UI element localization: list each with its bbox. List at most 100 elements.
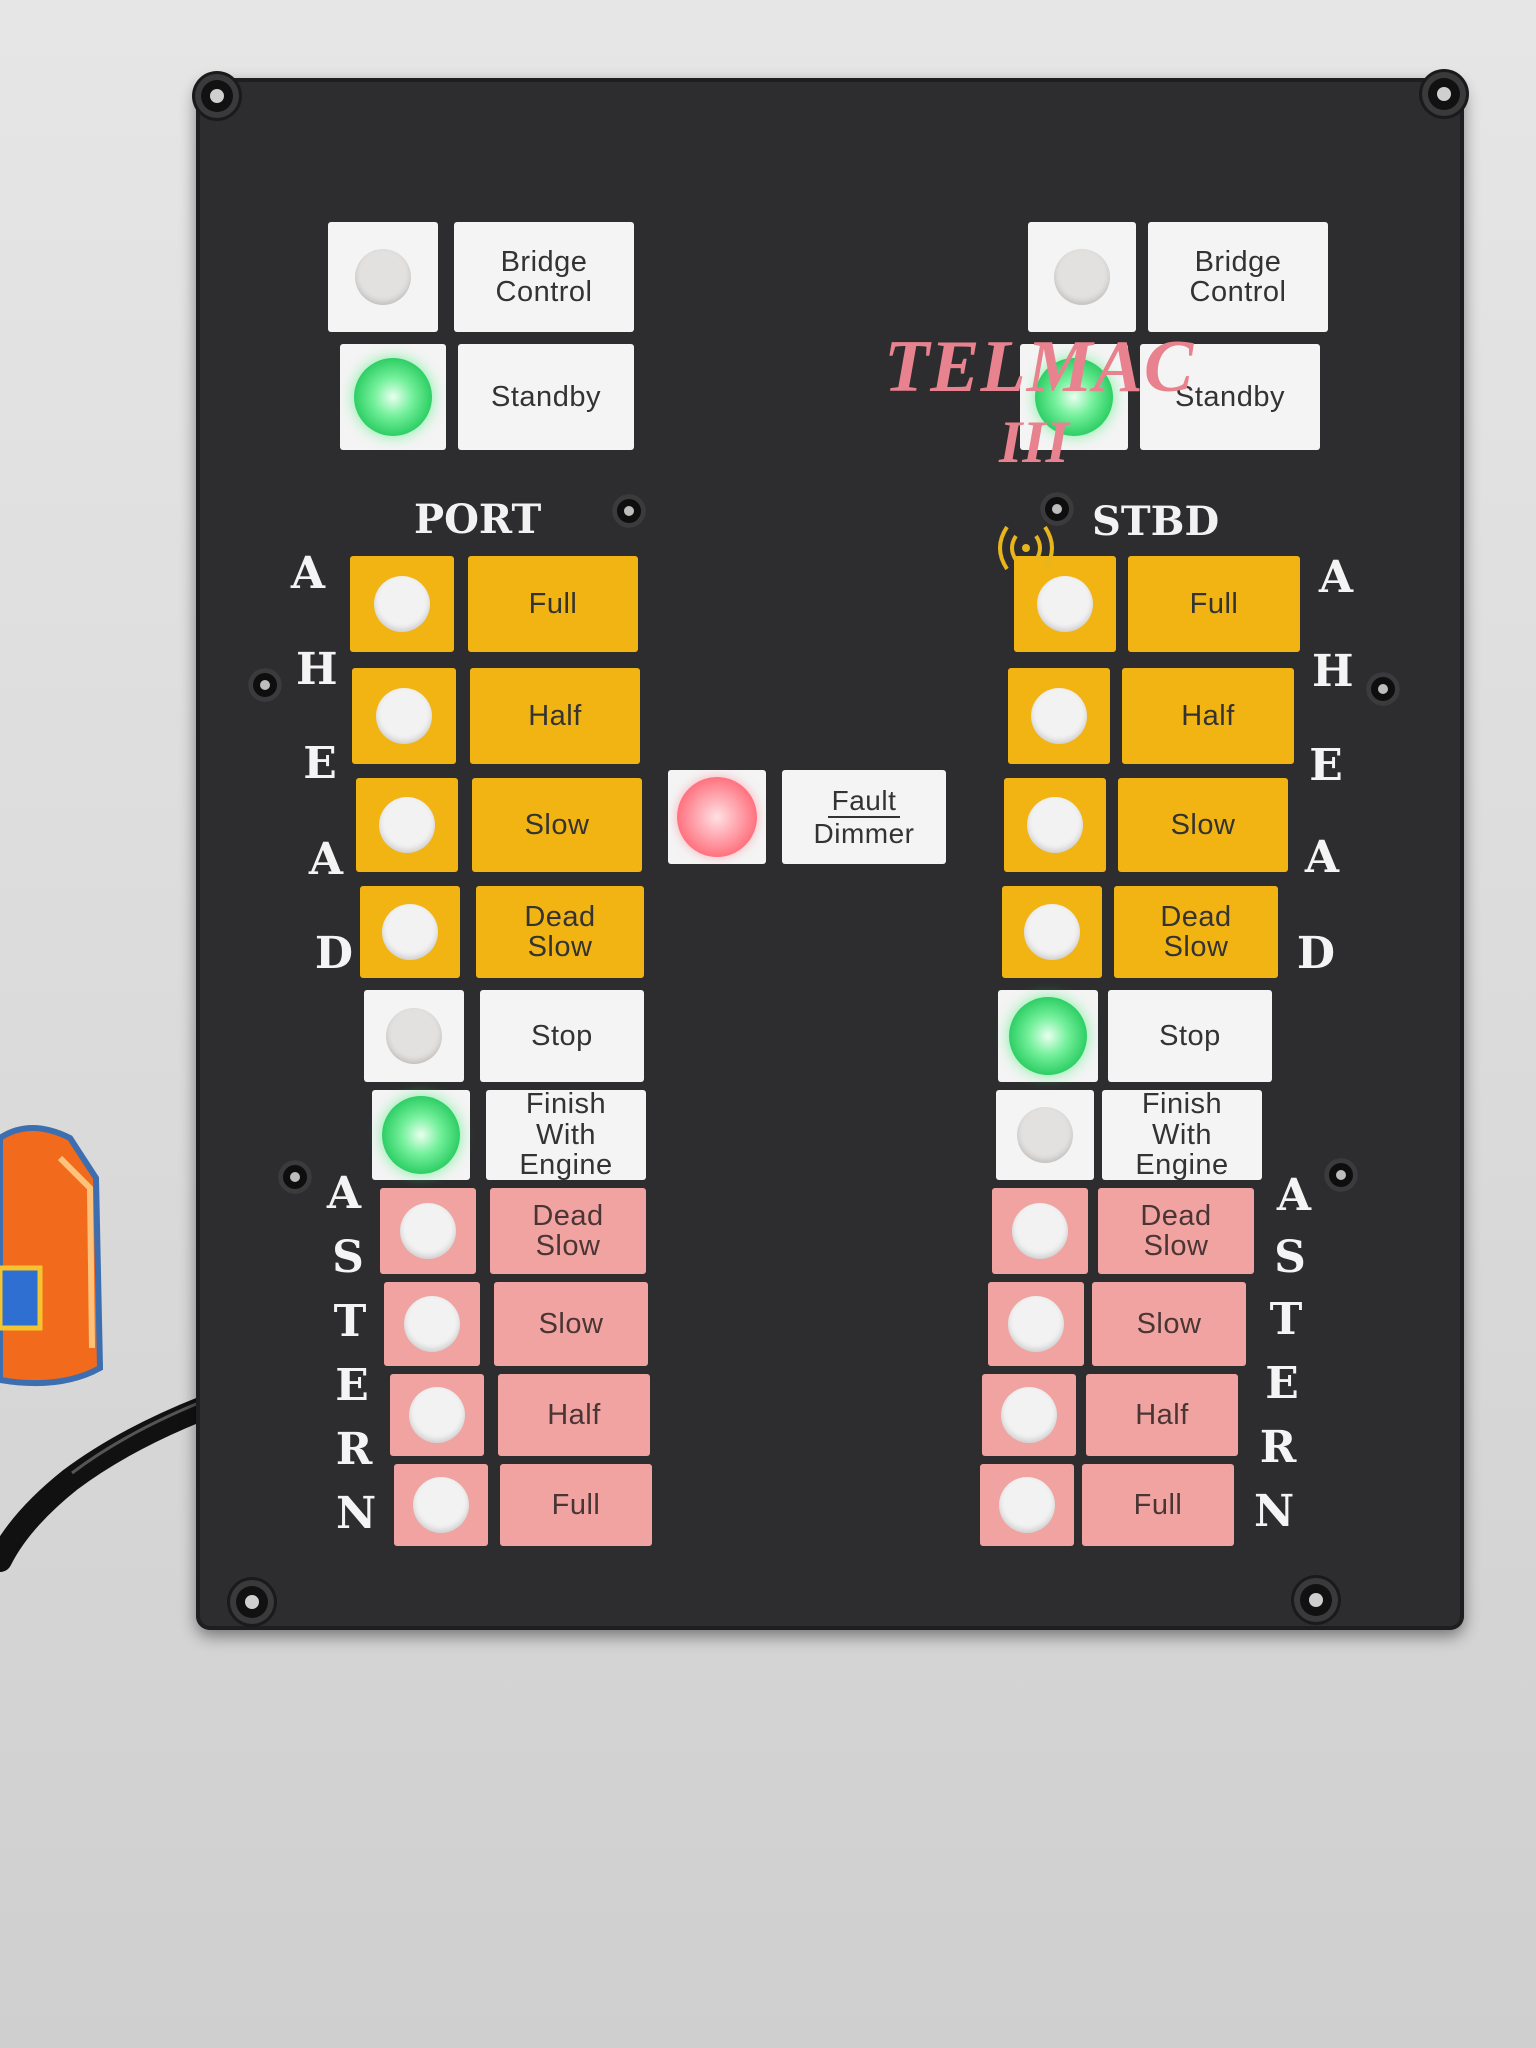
port-astern-letter: R <box>335 1424 373 1475</box>
stbd-standby-lamp <box>1020 344 1128 450</box>
stbd-ahead-letter: D <box>1296 928 1336 979</box>
port-astern-letter: S <box>332 1232 364 1283</box>
stbd-ahead-letter: H <box>1312 646 1354 697</box>
port-ahead-letter: D <box>314 928 354 979</box>
stbd-label: STBD <box>1092 498 1220 545</box>
stbd-astern-letter: A <box>1276 1170 1312 1221</box>
stbd-astern-full-lamp <box>980 1464 1074 1546</box>
stbd-ahead-full-button[interactable]: Full <box>1128 556 1300 652</box>
port-ahead-slow-indicator <box>379 797 435 853</box>
stbd-ahead-dead-slow-lamp <box>1002 886 1102 978</box>
mounting-hole <box>248 668 282 702</box>
stbd-ahead-dead-slow-indicator <box>1024 904 1080 960</box>
stbd-stop-indicator <box>1009 997 1087 1075</box>
mounting-screw <box>1294 1578 1338 1622</box>
fault-label: Fault <box>827 785 901 818</box>
port-stop-button[interactable]: Stop <box>480 990 644 1082</box>
port-finish-with-engine-lamp <box>372 1090 470 1180</box>
port-ahead-half-button[interactable]: Half <box>470 668 640 764</box>
port-ahead-dead-slow-indicator <box>382 904 438 960</box>
stbd-astern-slow-indicator <box>1008 1296 1064 1352</box>
brand-logo: TELMAC III <box>884 326 1195 475</box>
brand-model: III <box>998 409 1070 475</box>
port-bridge-control-indicator <box>355 249 411 305</box>
stbd-ahead-slow-lamp <box>1004 778 1106 872</box>
port-ahead-slow-button[interactable]: Slow <box>472 778 642 872</box>
port-astern-full-indicator <box>413 1477 469 1533</box>
port-ahead-full-button[interactable]: Full <box>468 556 638 652</box>
stbd-astern-dead-slow-indicator <box>1012 1203 1068 1259</box>
stbd-ahead-dead-slow-button[interactable]: Dead Slow <box>1114 886 1278 978</box>
mounting-hole <box>612 494 646 528</box>
mounting-hole <box>1366 672 1400 706</box>
stbd-astern-slow-button[interactable]: Slow <box>1092 1282 1246 1366</box>
port-standby-indicator <box>354 358 432 436</box>
port-ahead-dead-slow-button[interactable]: Dead Slow <box>476 886 644 978</box>
toy-figure <box>0 1125 104 1387</box>
stbd-ahead-half-button[interactable]: Half <box>1122 668 1294 764</box>
stbd-ahead-half-indicator <box>1031 688 1087 744</box>
stbd-ahead-letter: A <box>1304 832 1340 883</box>
stbd-astern-slow-lamp <box>988 1282 1084 1366</box>
port-bridge-control-lamp <box>328 222 438 332</box>
stbd-ahead-slow-button[interactable]: Slow <box>1118 778 1288 872</box>
stbd-ahead-slow-indicator <box>1027 797 1083 853</box>
stbd-standby-button[interactable]: Standby <box>1140 344 1320 450</box>
port-ahead-half-lamp <box>352 668 456 764</box>
port-standby-button[interactable]: Standby <box>458 344 634 450</box>
port-ahead-half-indicator <box>376 688 432 744</box>
port-astern-full-lamp <box>394 1464 488 1546</box>
brand-name: TELMAC <box>884 326 1195 408</box>
port-ahead-letter: A <box>290 548 326 599</box>
stbd-ahead-full-lamp <box>1014 556 1116 652</box>
port-astern-dead-slow-button[interactable]: Dead Slow <box>490 1188 646 1274</box>
port-astern-dead-slow-lamp <box>380 1188 476 1274</box>
port-ahead-letter: A <box>308 834 344 885</box>
stbd-astern-letter: E <box>1265 1358 1299 1409</box>
port-ahead-full-lamp <box>350 556 454 652</box>
stbd-astern-full-button[interactable]: Full <box>1082 1464 1234 1546</box>
stbd-bridge-control-button[interactable]: Bridge Control <box>1148 222 1328 332</box>
port-astern-letter: E <box>335 1360 369 1411</box>
port-astern-letter: A <box>326 1168 362 1219</box>
port-finish-with-engine-indicator <box>382 1096 460 1174</box>
wireless-signal-icon <box>998 525 1054 571</box>
port-standby-lamp <box>340 344 446 450</box>
stbd-ahead-letter: A <box>1318 552 1354 603</box>
stbd-astern-full-indicator <box>999 1477 1055 1533</box>
stbd-stop-lamp <box>998 990 1098 1082</box>
dimmer-label: Dimmer <box>813 818 915 849</box>
stbd-astern-dead-slow-button[interactable]: Dead Slow <box>1098 1188 1254 1274</box>
port-stop-lamp <box>364 990 464 1082</box>
stbd-astern-letter: T <box>1269 1294 1303 1345</box>
port-astern-half-button[interactable]: Half <box>498 1374 650 1456</box>
port-ahead-letter: H <box>296 644 338 695</box>
port-bridge-control-button[interactable]: Bridge Control <box>454 222 634 332</box>
port-stop-indicator <box>386 1008 442 1064</box>
port-astern-slow-lamp <box>384 1282 480 1366</box>
mounting-hole <box>1040 492 1074 526</box>
mounting-screw <box>1422 72 1466 116</box>
stbd-finish-with-engine-indicator <box>1017 1107 1073 1163</box>
mounting-hole <box>1324 1158 1358 1192</box>
port-astern-slow-indicator <box>404 1296 460 1352</box>
stbd-astern-letter: N <box>1254 1486 1295 1537</box>
stbd-astern-letter: R <box>1259 1422 1297 1473</box>
stbd-astern-half-indicator <box>1001 1387 1057 1443</box>
port-ahead-dead-slow-lamp <box>360 886 460 978</box>
stbd-stop-button[interactable]: Stop <box>1108 990 1272 1082</box>
stbd-astern-half-button[interactable]: Half <box>1086 1374 1238 1456</box>
port-label: PORT <box>414 496 542 543</box>
fault-lamp <box>668 770 766 864</box>
port-ahead-slow-lamp <box>356 778 458 872</box>
port-finish-with-engine-button[interactable]: Finish With Engine <box>486 1089 646 1180</box>
port-astern-full-button[interactable]: Full <box>500 1464 652 1546</box>
port-astern-slow-button[interactable]: Slow <box>494 1282 648 1366</box>
stbd-ahead-full-indicator <box>1037 576 1093 632</box>
stbd-astern-letter: S <box>1274 1232 1306 1283</box>
fault-dimmer-button[interactable]: Fault Dimmer <box>782 770 946 864</box>
stbd-finish-with-engine-button[interactable]: Finish With Engine <box>1102 1089 1262 1180</box>
port-ahead-letter: E <box>303 738 337 789</box>
mounting-hole <box>278 1160 312 1194</box>
